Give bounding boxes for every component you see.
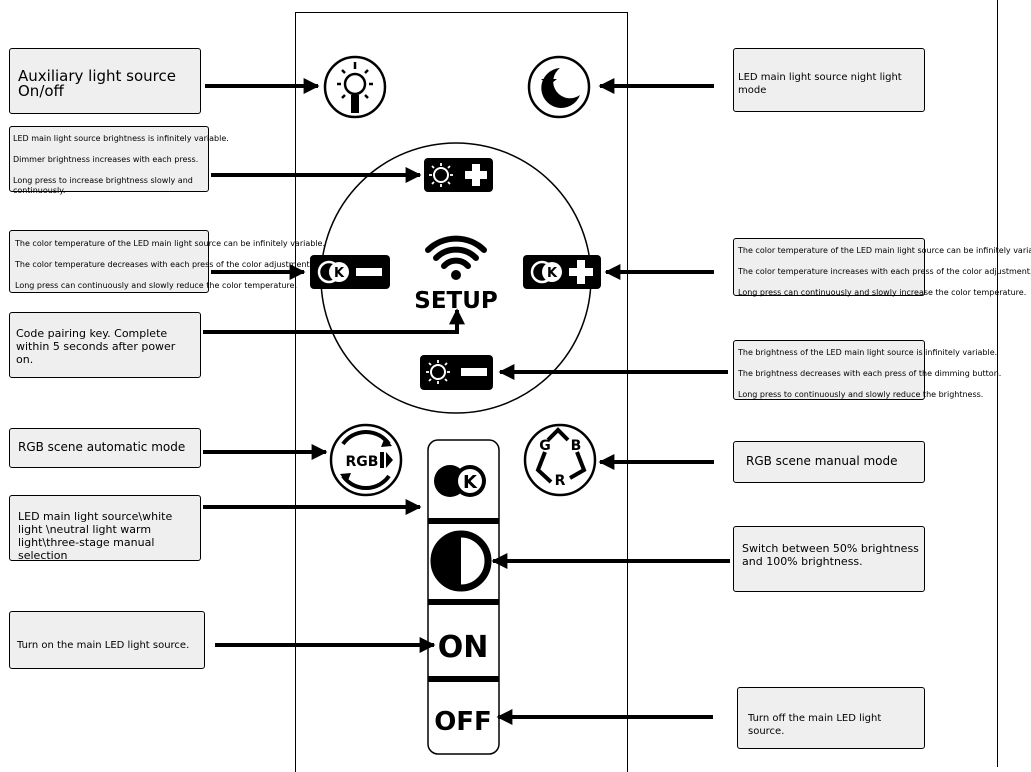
sun-plus-icon[interactable] xyxy=(424,158,493,192)
callout-brightness-down: The brightness of the LED main light sou… xyxy=(733,340,1002,400)
callout-text-line: Long press to increase brightness slowly… xyxy=(13,176,193,195)
kelvin-plus-icon[interactable]: K xyxy=(523,255,601,289)
arrow-code-pairing xyxy=(203,308,465,334)
column-divider xyxy=(428,518,499,524)
page-rule xyxy=(997,0,998,767)
callout-text-line: Dimmer brightness increases with each pr… xyxy=(13,155,199,164)
callout-turn-on-text: Turn on the main LED light source. xyxy=(17,640,190,651)
callout-text-line: Long press can continuously and slowly i… xyxy=(738,288,1027,297)
callout-text-line: Long press can continuously and slowly r… xyxy=(15,281,298,290)
rgb-auto-icon[interactable]: RGB xyxy=(329,423,403,497)
callout-text-line: The brightness of the LED main light sou… xyxy=(738,348,998,357)
sun-minus-icon[interactable] xyxy=(420,355,493,390)
callout-night-light-text: LED main light source night light mode xyxy=(738,72,902,96)
callout-rgb-manual: RGB scene manual mode xyxy=(733,441,925,483)
callout-text-line: The brightness decreases with each press… xyxy=(738,369,1002,378)
callout-three-stage-text: LED main light source\white light \neutr… xyxy=(18,510,173,562)
kelvin-minus-k: K xyxy=(334,266,345,281)
callout-text-line: LED main light source brightness is infi… xyxy=(13,134,229,143)
callout-text-line: The color temperature of the LED main li… xyxy=(738,246,1031,255)
callout-brightness-up: LED main light source brightness is infi… xyxy=(9,126,229,195)
callout-text-line: The color temperature increases with eac… xyxy=(738,267,1031,276)
kelvin-k-label: K xyxy=(463,472,478,493)
callout-half-full-text: Switch between 50% brightness and 100% b… xyxy=(742,542,919,568)
on-button[interactable]: ON xyxy=(438,630,489,665)
callout-night-light: LED main light source night light mode xyxy=(733,48,925,112)
rgb-g-label: G xyxy=(539,438,551,454)
callout-text-line: Long press to continuously and slowly re… xyxy=(738,390,984,399)
callout-turn-off: Turn off the main LED light source. xyxy=(737,687,925,749)
callout-color-temp-up: The color temperature of the LED main li… xyxy=(733,238,1031,297)
rgb-auto-label: RGB xyxy=(346,454,379,470)
callout-aux-light: Auxiliary light source On/off xyxy=(9,48,201,114)
callout-aux-light-text: Auxiliary light source On/off xyxy=(18,67,176,100)
callout-rgb-manual-text: RGB scene manual mode xyxy=(746,454,898,468)
kelvin-icon[interactable]: K xyxy=(434,465,486,497)
column-divider xyxy=(428,676,499,682)
moon-star-icon[interactable] xyxy=(527,55,591,119)
wifi-setup-icon[interactable]: SETUP xyxy=(414,235,498,314)
callout-turn-on: Turn on the main LED light source. xyxy=(9,611,205,669)
half-circle-icon[interactable] xyxy=(430,530,492,592)
callout-text-line: The color temperature of the LED main li… xyxy=(15,239,326,248)
callout-half-full: Switch between 50% brightness and 100% b… xyxy=(733,526,925,592)
bulb-icon[interactable] xyxy=(323,55,387,119)
column-divider xyxy=(428,599,499,605)
off-button[interactable]: OFF xyxy=(434,707,492,737)
callout-code-pairing: Code pairing key. Complete within 5 seco… xyxy=(9,312,201,378)
rgb-b-label: B xyxy=(571,438,582,454)
callout-three-stage: LED main light source\white light \neutr… xyxy=(9,495,201,562)
callout-color-temp-down: The color temperature of the LED main li… xyxy=(9,230,326,293)
callout-rgb-auto: RGB scene automatic mode xyxy=(9,428,201,468)
callout-arrows xyxy=(203,78,730,725)
rgb-r-label: R xyxy=(555,473,566,489)
kelvin-minus-icon[interactable]: K xyxy=(310,255,390,289)
kelvin-plus-k: K xyxy=(547,266,558,281)
callout-code-pairing-text: Code pairing key. Complete within 5 seco… xyxy=(16,327,176,366)
rgb-cycle-icon[interactable]: G B R xyxy=(523,423,597,497)
callout-turn-off-text: Turn off the main LED light source. xyxy=(748,713,882,737)
callout-text-line: The color temperature decreases with eac… xyxy=(15,260,313,269)
callout-rgb-auto-text: RGB scene automatic mode xyxy=(18,440,186,454)
